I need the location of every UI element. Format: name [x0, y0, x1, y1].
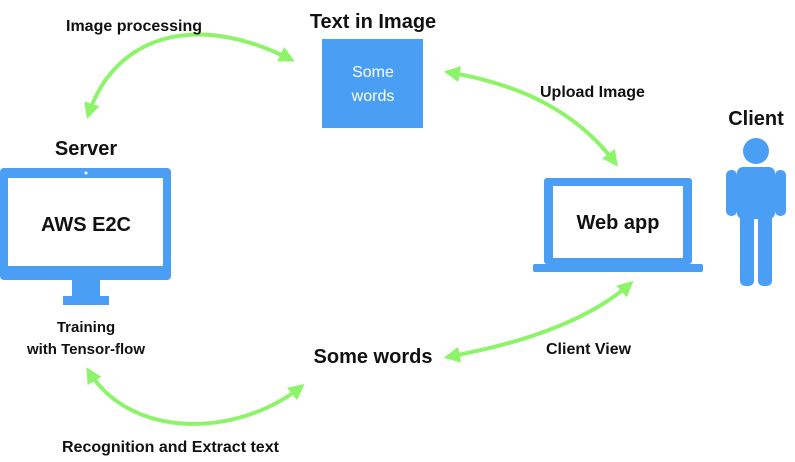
server-caption-line1: Training [57, 319, 115, 336]
person-icon [726, 138, 786, 286]
image-processing-label: Image processing [66, 18, 202, 35]
webapp-screen-label: Web app [577, 212, 660, 234]
image-processing-arrow [84, 32, 295, 120]
server-title: Server [55, 138, 117, 160]
recognition-arrow [86, 367, 305, 426]
text-in-image-box-line2: words [351, 88, 395, 105]
text-in-image-box-line1: Some [352, 64, 394, 81]
server-screen-label: AWS E2C [41, 214, 131, 236]
some-words-label: Some words [314, 346, 433, 368]
upload-image-label: Upload Image [540, 84, 645, 101]
client-view-arrow [443, 280, 634, 363]
client-view-label: Client View [546, 341, 632, 358]
client-title: Client [728, 108, 784, 130]
desktop-monitor-icon [0, 168, 171, 305]
upload-image-arrow [443, 66, 618, 167]
laptop-icon [533, 178, 703, 272]
server-caption-line2: with Tensor-flow [26, 341, 145, 358]
recognition-label: Recognition and Extract text [62, 439, 280, 456]
text-in-image-title: Text in Image [310, 11, 436, 33]
text-in-image-box [322, 39, 423, 128]
